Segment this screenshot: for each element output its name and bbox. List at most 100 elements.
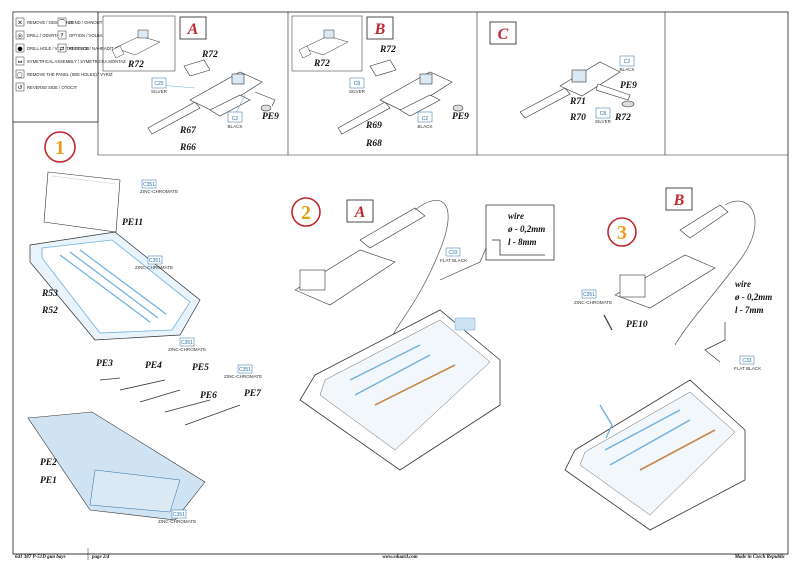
variant-a-silver-code: C25 <box>154 81 163 87</box>
step-1: 1 C351 ZINC-CHROMATE C351 ZINC-CHROMATE <box>27 131 262 524</box>
variant-c-black-name: BLACK <box>619 67 635 72</box>
step-1-part-r53: R53 <box>41 289 58 299</box>
variant-c-letter: C <box>498 26 509 43</box>
replace-icon <box>57 43 67 53</box>
variant-b-letter: B <box>374 21 386 38</box>
step-3-badge <box>607 217 637 247</box>
variant-b-badge <box>366 16 394 40</box>
drill-icon <box>15 30 25 40</box>
variant-c-part-r70: R70 <box>569 113 586 123</box>
variant-a-part-r72-top: R72 <box>201 50 218 60</box>
step-1-color-1-code: C351 <box>143 182 155 188</box>
step-1-color-4-name: ZINC-CHROMATE <box>224 374 262 379</box>
variant-a-letter: A <box>187 21 199 38</box>
remove-paneling-icon-glyph: ▢ <box>17 72 23 79</box>
variant-b-silver-code: C8 <box>354 81 361 87</box>
legend-item-label: SYMETRICAL ASSEMBLY / SYMETRICKA MONTAZ <box>27 59 126 64</box>
step-2-variant-badge <box>346 199 374 223</box>
step-1-part-pe7: PE7 <box>244 389 262 399</box>
variant-b-part-pe9: PE9 <box>452 112 469 122</box>
step-3: 3 B wire ø - 0,2mm l - 7mm C33 FLAT BLAC… <box>564 187 772 531</box>
step-1-color-3-name: ZINC-CHROMATE <box>168 347 206 352</box>
variant-c-part-r72: R72 <box>614 113 631 123</box>
step-1-part-pe2: PE2 <box>40 458 57 468</box>
step-2-wire-box <box>485 204 555 261</box>
step-2: 2 A wire ø - 0,2mm l - 8mm C33 FLAT BLAC… <box>291 197 555 471</box>
drill-icon-glyph: ◎ <box>17 33 22 40</box>
option-icon <box>57 30 67 40</box>
step-3-variant-badge <box>665 187 693 211</box>
step-1-part-pe5: PE5 <box>192 363 209 373</box>
step-3-wire-diameter: ø - 0,2mm <box>734 292 772 302</box>
variant-b-panel: B C8 SILVER C2 BLACK R72 R72 R69 R68 PE9 <box>291 15 469 149</box>
variant-a-part-r72-inset: R72 <box>127 60 144 70</box>
footer-page: page 2/4 <box>91 555 110 560</box>
drill-hole-icon <box>15 43 25 53</box>
symmetrical-icon-glyph: ⇔ <box>17 59 22 66</box>
remove-icon <box>15 17 25 27</box>
remove-icon-glyph: ✕ <box>17 20 22 27</box>
step-2-variant-letter: A <box>354 204 366 221</box>
step-3-zinc-name: ZINC-CHROMATE <box>574 300 612 305</box>
option-icon-glyph: ? <box>60 33 63 40</box>
variant-a-part-r67: R67 <box>179 126 197 136</box>
reverse-side-icon <box>15 82 25 92</box>
legend-item-label: REMOVE THE PANEL (SEE HOLES) / VYRIZ <box>27 72 113 77</box>
step-1-part-pe1: PE1 <box>40 476 57 486</box>
step-1-part-r52: R52 <box>41 306 58 316</box>
step-1-color-2-code: C351 <box>149 258 161 264</box>
step-1-color-5-code: C351 <box>173 512 185 518</box>
step-3-zinc-code: C351 <box>583 292 595 298</box>
step-3-variant-letter: B <box>673 192 685 209</box>
bend-icon-glyph: ⌒ <box>59 20 65 27</box>
step-1-part-pe11: PE11 <box>122 218 143 228</box>
variant-a-black-code: C2 <box>232 116 239 122</box>
step-3-wire-length: l - 7mm <box>735 305 764 315</box>
footer-product: 641 387 P-51D gun bays <box>15 555 66 560</box>
step-3-part-pe10: PE10 <box>626 320 648 330</box>
step-1-color-3-code: C351 <box>181 340 193 346</box>
step-2-badge <box>291 197 321 227</box>
variant-a-part-r66: R66 <box>179 143 196 153</box>
variant-b-black-code: C2 <box>422 116 429 122</box>
step-1-badge <box>44 131 76 163</box>
step-3-number: 3 <box>617 222 627 244</box>
remove-paneling-icon <box>15 69 25 79</box>
step-1-part-pe4: PE4 <box>145 361 162 371</box>
step-2-wire-diameter: ø - 0,2mm <box>507 224 545 234</box>
variant-a-part-pe9: PE9 <box>262 112 279 122</box>
variant-b-part-r69: R69 <box>365 121 382 131</box>
step-1-part-pe6: PE6 <box>200 391 217 401</box>
variant-c-silver-name: SILVER <box>595 119 612 124</box>
variant-a-silver-name: SILVER <box>151 89 168 94</box>
variant-c-black-code: C2 <box>624 59 631 65</box>
variant-panels-frame <box>97 12 788 156</box>
legend-item-label: REPLACE / NAHRADIT <box>69 46 114 51</box>
legend-item-label: BEND / OHNOUT <box>69 20 103 25</box>
step-1-part-pe3: PE3 <box>96 359 113 369</box>
step-1-color-5-name: ZINC-CHROMATE <box>158 519 196 524</box>
variant-c-part-r71: R71 <box>569 97 586 107</box>
variant-a-black-name: BLACK <box>227 124 243 129</box>
step-2-color-name: FLAT BLACK <box>440 258 468 263</box>
variant-b-part-r68: R68 <box>365 139 382 149</box>
reverse-side-icon-glyph: ↺ <box>17 85 22 92</box>
step-1-color-1-name: ZINC-CHROMATE <box>140 189 178 194</box>
step-2-wire-length: l - 8mm <box>508 237 537 247</box>
step-3-black-code: C33 <box>742 358 751 364</box>
step-3-black-name: FLAT BLACK <box>734 366 762 371</box>
footer-origin: Made in Czech Republic <box>734 555 786 560</box>
replace-icon-glyph: ⇄ <box>59 46 64 53</box>
step-1-number: 1 <box>55 137 65 159</box>
variant-a-panel: A C25 SILVER C2 BLACK R72 R72 R67 <box>102 15 279 153</box>
variant-c-badge <box>489 21 517 45</box>
step-2-wire-title: wire <box>508 211 524 221</box>
bend-icon <box>57 17 67 27</box>
variant-b-part-r72-top: R72 <box>379 45 396 55</box>
legend-item-label: REVERSE SIDE / OTOCIT <box>27 85 78 90</box>
variant-b-silver-name: SILVER <box>349 89 366 94</box>
variant-c-panel: C C2 BLACK C8 SILVER PE9 R71 R70 R72 <box>489 21 637 124</box>
step-2-number: 2 <box>301 202 311 224</box>
variant-b-black-name: BLACK <box>417 124 433 129</box>
